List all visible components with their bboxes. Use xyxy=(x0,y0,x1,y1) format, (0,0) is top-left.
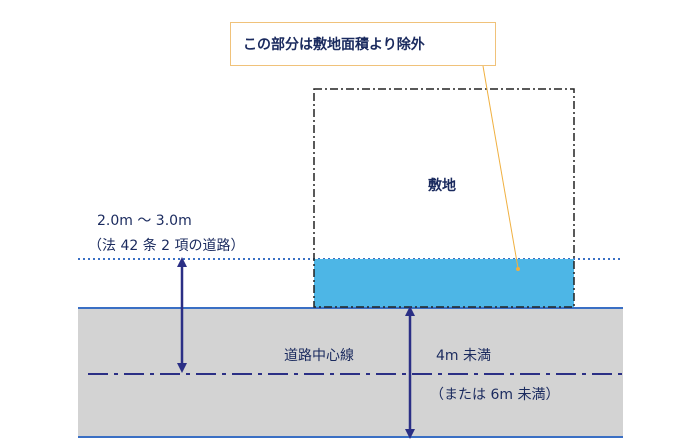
site-outline xyxy=(313,88,575,308)
excluded-area xyxy=(314,259,574,307)
callout-leader-dot xyxy=(516,267,520,271)
callout-leader xyxy=(482,65,519,269)
road-center-label: 道路中心線 xyxy=(284,348,354,364)
exclusion-callout-text: この部分は敷地面積より除外 xyxy=(243,37,425,53)
existing-road-width: 2.0m 〜 3.0m xyxy=(97,213,192,229)
required-width-label: 4m 未満 xyxy=(436,348,491,364)
exclusion-callout: この部分は敷地面積より除外 xyxy=(230,22,496,66)
existing-road-type: （法 42 条 2 項の道路） xyxy=(88,238,245,254)
required-width-alt-label: （または 6m 未満） xyxy=(430,387,560,403)
site-label: 敷地 xyxy=(428,178,456,194)
